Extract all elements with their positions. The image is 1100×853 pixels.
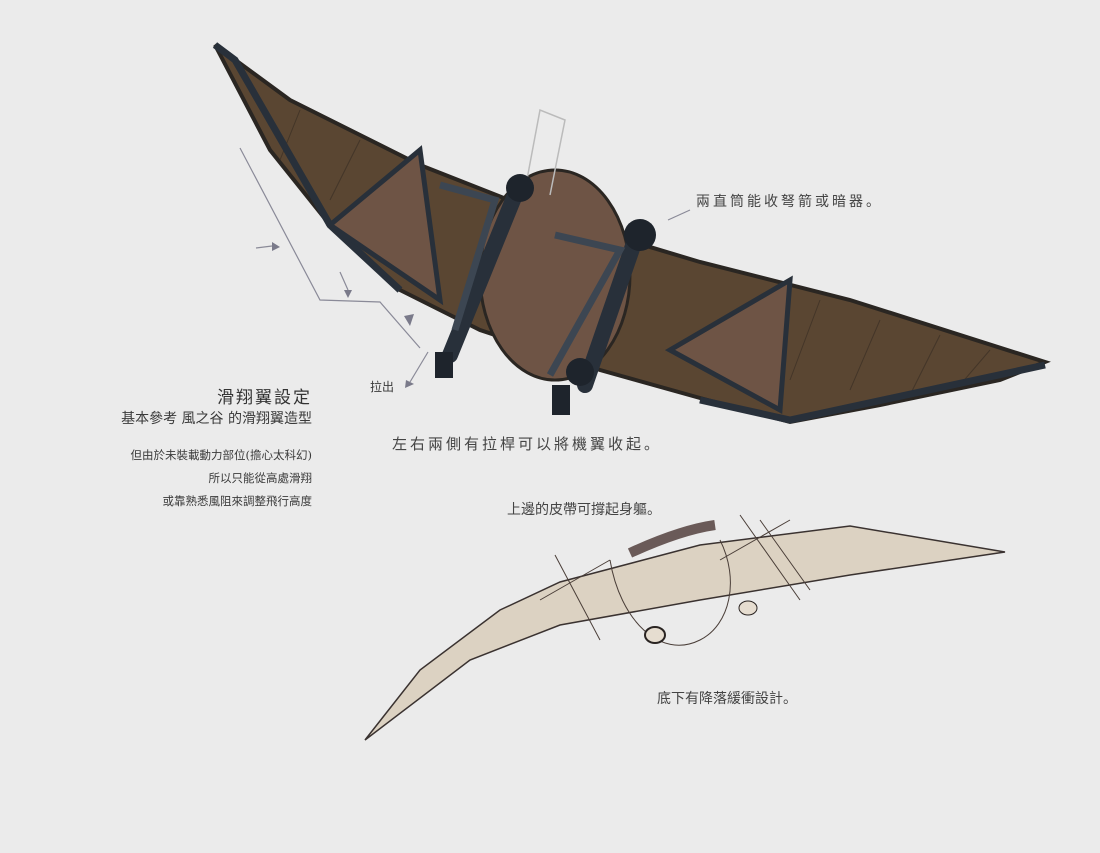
quiver-top	[524, 108, 566, 196]
arrow-heads	[272, 242, 414, 388]
motion-arrows	[239, 147, 691, 383]
note-line-1: 但由於未裝載動力部位(擔心太科幻)	[130, 448, 312, 462]
glider-colored	[212, 42, 1051, 425]
page-title: 滑翔翼設定	[217, 388, 312, 408]
glider-sketch	[364, 514, 1006, 741]
tubes-annotation: 兩直筒能收弩箭或暗器。	[696, 194, 883, 210]
page-subtitle: 基本參考 風之谷 的滑翔翼造型	[121, 411, 312, 427]
note-line-3: 或靠熟悉風阻來調整飛行高度	[162, 494, 313, 508]
tubes	[442, 187, 643, 393]
pull-out-label: 拉出	[370, 380, 395, 394]
landing-annotation: 底下有降落緩衝設計。	[657, 691, 797, 707]
levers-annotation: 左右兩側有拉桿可以將機翼收起。	[392, 435, 663, 453]
note-line-2: 所以只能從高處滑翔	[208, 471, 313, 485]
strap-annotation: 上邊的皮帶可撐起身軀。	[507, 502, 661, 518]
strap	[627, 520, 716, 558]
